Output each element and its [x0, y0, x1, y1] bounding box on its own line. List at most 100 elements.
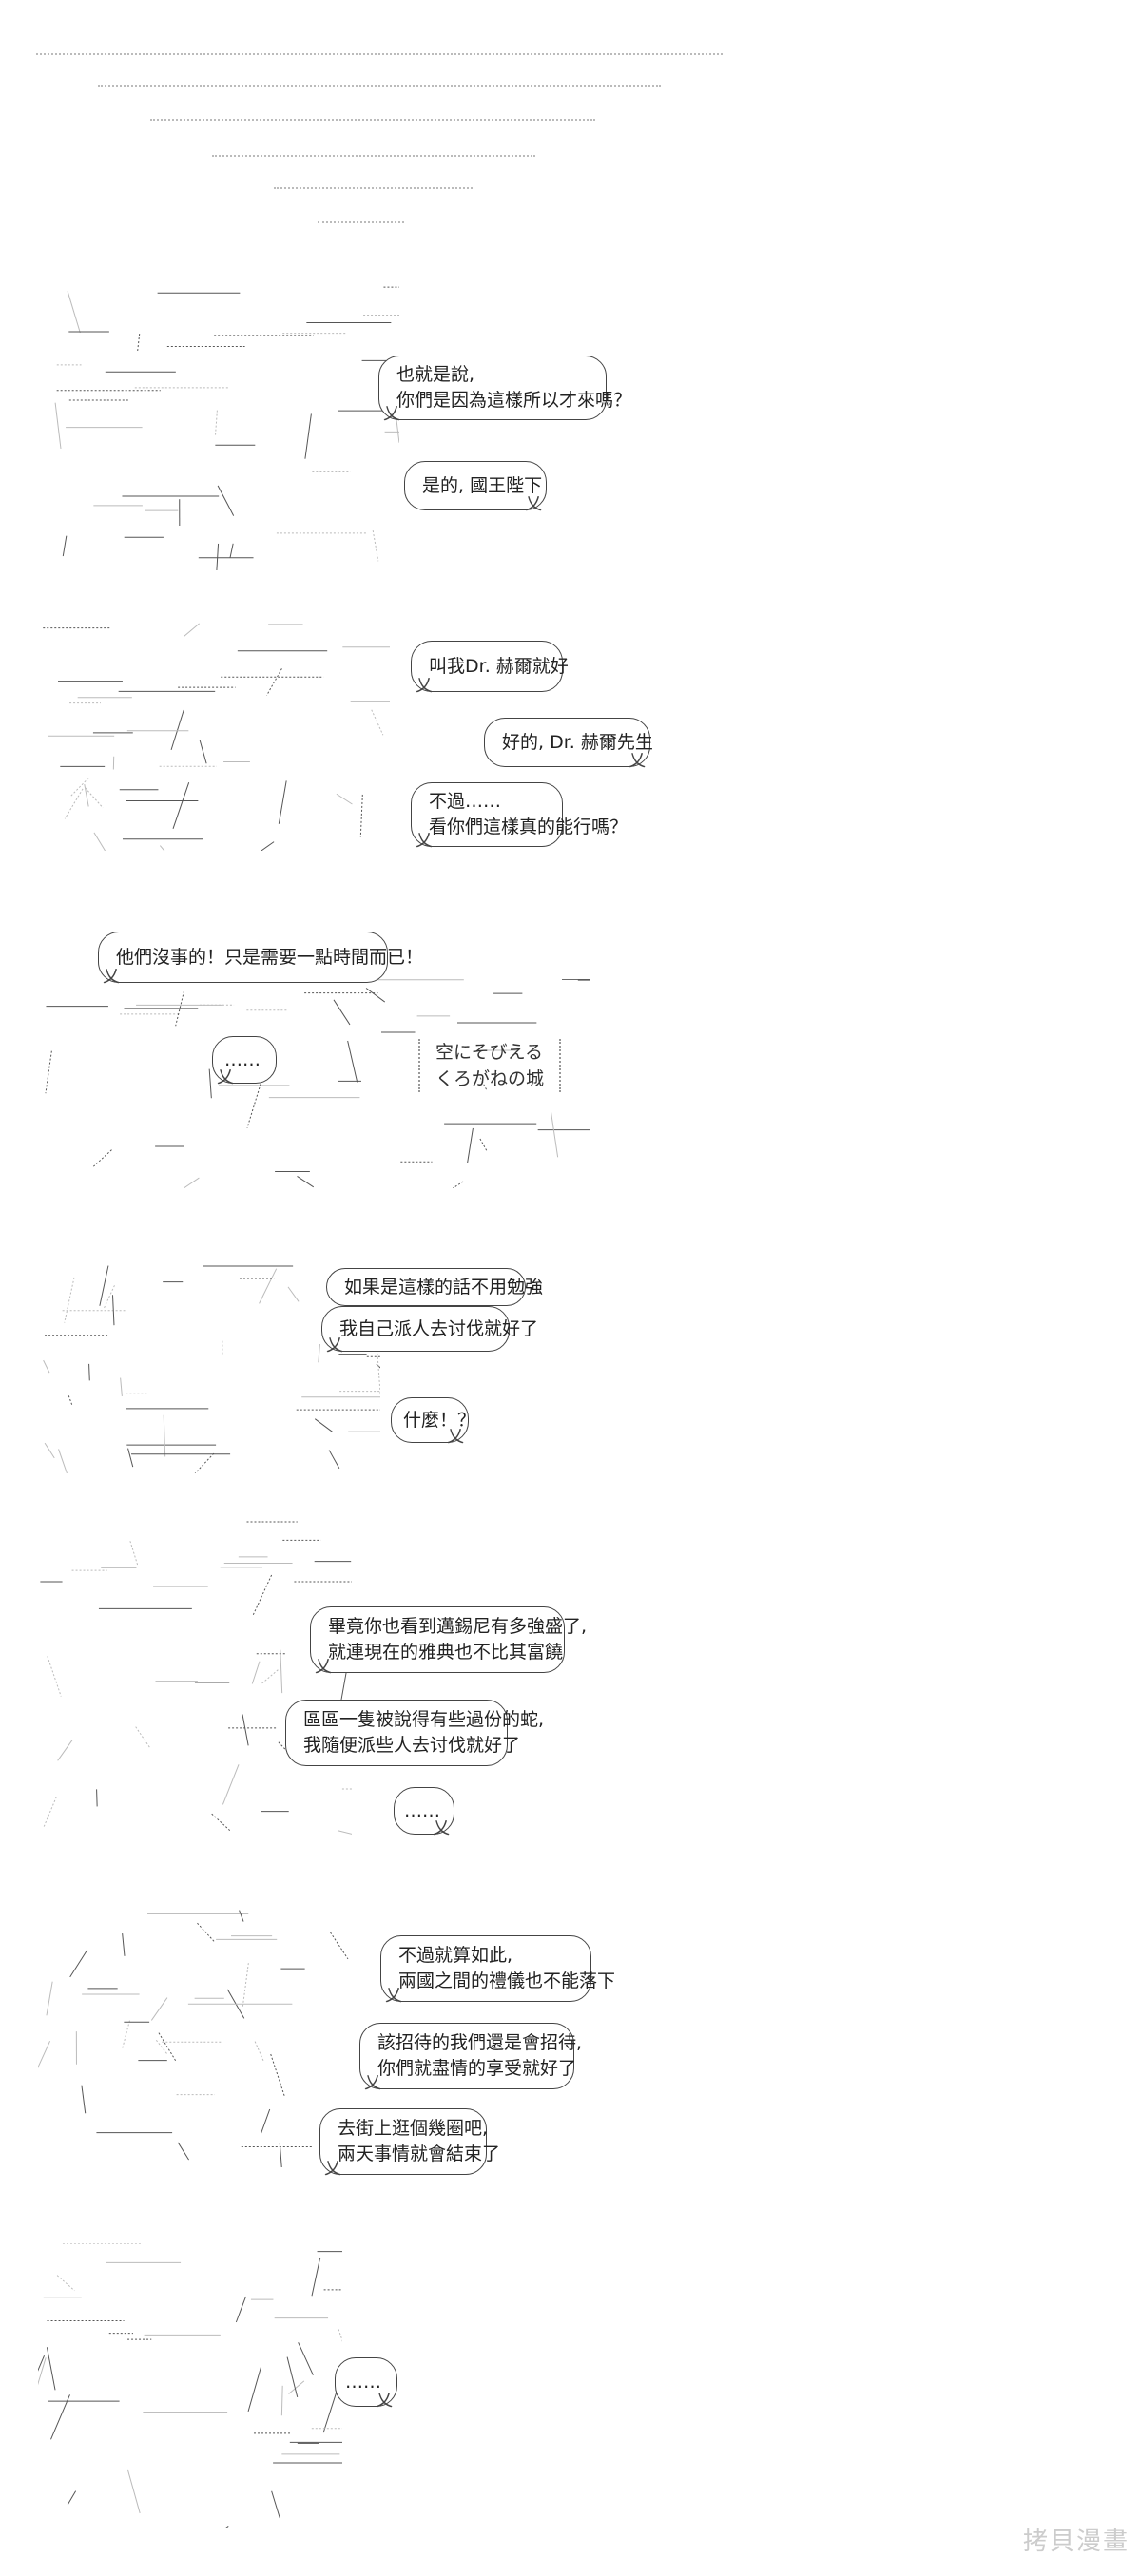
- art-stroke: [38, 2357, 47, 2386]
- art-stroke: [242, 1963, 249, 2009]
- bubble-text: 什麼！？: [403, 1409, 476, 1431]
- art-stroke: [224, 2526, 229, 2528]
- art-stroke: [479, 1138, 489, 1153]
- bubble-text: 是的, 國王陛下: [422, 474, 543, 496]
- speech-bubble: ……乂: [394, 1787, 454, 1837]
- bubble-text: ……: [345, 2371, 381, 2393]
- bubble-text: 我自己派人去讨伐就好了: [339, 1317, 539, 1339]
- art-stroke: [359, 794, 363, 837]
- art-stroke: [246, 1084, 261, 1128]
- art-stroke: [372, 530, 379, 562]
- ascii-art-illustration: [45, 979, 590, 1188]
- art-stroke: [103, 1285, 115, 1309]
- art-stroke: [194, 1452, 215, 1473]
- art-stroke: [252, 1574, 273, 1616]
- separator-line: [36, 53, 723, 55]
- art-stroke: [214, 410, 218, 437]
- art-stroke: [288, 2380, 305, 2394]
- art-stroke: [67, 2490, 77, 2506]
- art-stroke: [261, 2108, 271, 2134]
- speech-bubble: 該招待的我們還是會招待, 你們就盡情的享受就好了乂: [359, 2023, 582, 2092]
- ascii-art-illustration: [43, 623, 390, 851]
- art-stroke: [50, 2394, 70, 2440]
- art-stroke: [64, 1277, 75, 1323]
- art-stroke: [479, 1077, 488, 1091]
- art-stroke: [239, 1910, 244, 1922]
- art-stroke: [92, 1149, 112, 1168]
- bubble-text: 不過就算如此, 兩國之間的禮儀也不能落下: [398, 1945, 616, 1991]
- art-stroke: [135, 1726, 151, 1749]
- speech-bubble: 好的, Dr. 赫爾先生乂: [484, 718, 653, 770]
- art-stroke: [44, 1442, 55, 1459]
- art-stroke: [347, 1040, 358, 1083]
- art-stroke: [129, 1541, 139, 1567]
- art-stroke: [122, 1933, 126, 1956]
- art-stroke: [99, 1265, 109, 1306]
- art-stroke: [242, 1714, 249, 1746]
- art-stroke: [261, 1669, 279, 1684]
- art-stroke: [328, 1450, 340, 1470]
- speech-bubble: 區區一隻被說得有些過份的蛇, 我隨便派些人去讨伐就好了: [285, 1700, 544, 1766]
- art-stroke: [266, 668, 282, 696]
- art-stroke: [127, 1448, 134, 1468]
- bubble-text: 區區一隻被說得有些過份的蛇, 我隨便派些人去讨伐就好了: [303, 1709, 545, 1756]
- art-stroke: [365, 988, 386, 1003]
- art-stroke: [287, 1286, 300, 1302]
- art-stroke: [54, 402, 62, 449]
- art-stroke: [278, 780, 287, 824]
- art-stroke: [47, 1656, 62, 1697]
- art-stroke: [199, 740, 207, 764]
- art-stroke: [339, 1667, 348, 1704]
- separator-line: [98, 85, 661, 87]
- art-stroke: [453, 1181, 464, 1188]
- speech-bubble: 他們沒事的！只是需要一點時間而已！乂: [98, 932, 423, 986]
- art-stroke: [56, 2275, 75, 2292]
- art-stroke: [84, 784, 89, 807]
- art-stroke: [297, 1176, 315, 1188]
- separator-line: [318, 221, 404, 223]
- speech-bubble: 畢竟你也看到邁錫尼有多強盛了, 就連現在的雅典也不比其富饒乂: [310, 1606, 587, 1676]
- caption-text: 空にそびえる くろがねの城: [418, 1039, 562, 1092]
- art-stroke: [69, 1950, 88, 1978]
- bubble-text: 也就是說, 你們是因為這樣所以才來嗎？: [396, 364, 632, 411]
- speech-bubble: 不過…… 看你們這樣真的能行嗎？乂: [411, 782, 628, 850]
- art-stroke: [333, 999, 351, 1026]
- art-stroke: [467, 1127, 474, 1163]
- art-stroke: [261, 841, 275, 851]
- art-stroke: [279, 2143, 282, 2167]
- art-stroke: [280, 2385, 283, 2416]
- art-stroke: [235, 2296, 247, 2323]
- art-stroke: [45, 1050, 52, 1094]
- art-stroke: [120, 1377, 123, 1397]
- separator-line: [150, 119, 595, 121]
- art-stroke: [159, 845, 165, 851]
- art-stroke: [322, 2388, 338, 2433]
- art-stroke: [43, 1359, 50, 1374]
- art-stroke: [280, 1649, 283, 1694]
- bubble-text: 叫我Dr. 赫爾就好: [429, 655, 569, 677]
- art-stroke: [377, 1353, 380, 1395]
- art-stroke: [376, 1363, 380, 1369]
- bubble-text: 如果是這樣的話不用勉強: [344, 1276, 544, 1298]
- speech-bubble: ……乂: [335, 2357, 397, 2410]
- art-stroke: [88, 1363, 90, 1381]
- art-stroke: [158, 2032, 177, 2063]
- art-stroke: [286, 2356, 299, 2398]
- art-stroke: [64, 788, 84, 819]
- art-stroke: [208, 1068, 212, 1099]
- speech-bubble: 什麼！？乂: [391, 1397, 475, 1446]
- bubble-text: 該招待的我們還是會招待, 你們就盡情的享受就好了: [377, 2032, 583, 2079]
- speech-bubble: 如果是這樣的話不用勉強: [326, 1268, 543, 1306]
- art-stroke: [155, 2039, 168, 2056]
- bubble-text: 他們沒事的！只是需要一點時間而已！: [116, 946, 424, 968]
- art-stroke: [58, 1449, 68, 1473]
- art-stroke: [311, 2257, 321, 2297]
- art-stroke: [222, 1764, 240, 1805]
- art-stroke: [170, 709, 184, 751]
- bubble-text: 好的, Dr. 赫爾先生: [502, 731, 653, 753]
- bubble-text: 不過…… 看你們這樣真的能行嗎？: [429, 791, 629, 837]
- ascii-art-illustration: [54, 286, 399, 570]
- art-stroke: [43, 1797, 57, 1829]
- art-stroke: [304, 413, 312, 459]
- art-stroke: [336, 793, 353, 805]
